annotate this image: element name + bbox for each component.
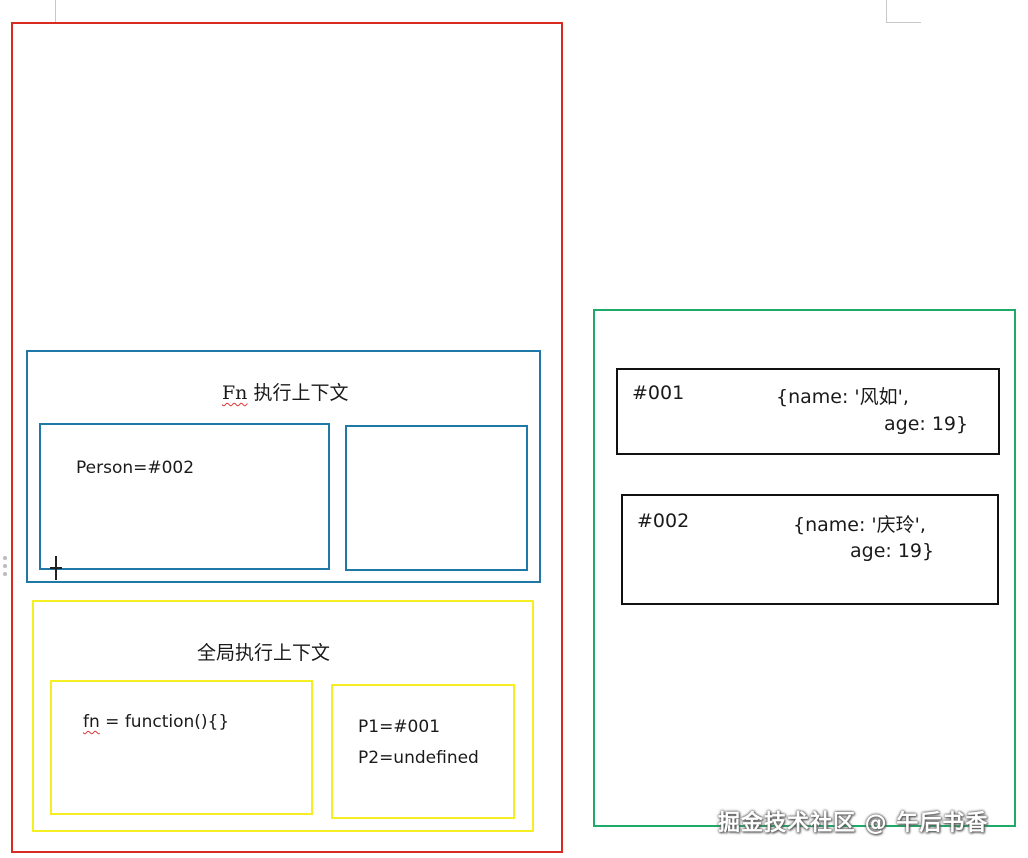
heap-object-002: #002 {name: '庆玲', age: 19} xyxy=(621,494,999,605)
page-corner-mark-left xyxy=(55,0,56,22)
global-execution-context: 全局执行上下文 xyxy=(32,600,534,832)
global-context-function-box: fn = function(){} xyxy=(50,680,313,815)
heap-object-002-line1: {name: '庆玲', xyxy=(793,514,926,536)
global-context-p2-value: P2=undefined xyxy=(358,748,479,768)
heap-object-002-address: #002 xyxy=(637,510,690,532)
page-corner-mark-right xyxy=(886,0,921,23)
heap-object-001-line1: {name: '风如', xyxy=(776,386,909,408)
heap-memory-box xyxy=(593,309,1016,827)
watermark: 掘金技术社区 @ 午后书香 xyxy=(718,811,989,836)
heap-object-001: #001 {name: '风如', age: 19} xyxy=(616,368,1000,455)
stack-memory-box xyxy=(11,22,563,853)
text-cursor-foot xyxy=(50,567,62,569)
fn-context-title: Fn 执行上下文 xyxy=(222,382,349,404)
heap-object-001-address: #001 xyxy=(632,382,685,404)
global-context-p1-value: P1=#001 xyxy=(358,717,441,737)
global-context-fn-value: fn = function(){} xyxy=(83,712,230,732)
fn-context-person-value: Person=#002 xyxy=(76,458,195,478)
global-context-variables-box: P1=#001 P2=undefined xyxy=(331,684,515,819)
heap-object-002-line2: age: 19} xyxy=(850,540,935,562)
fn-execution-context: Fn 执行上下文 xyxy=(26,350,541,583)
global-context-title: 全局执行上下文 xyxy=(197,642,331,664)
drag-handle-icon[interactable] xyxy=(3,556,8,580)
fn-context-variables-box: Person=#002 xyxy=(39,423,330,570)
fn-context-right-box xyxy=(345,425,528,571)
heap-object-001-line2: age: 19} xyxy=(884,413,969,435)
